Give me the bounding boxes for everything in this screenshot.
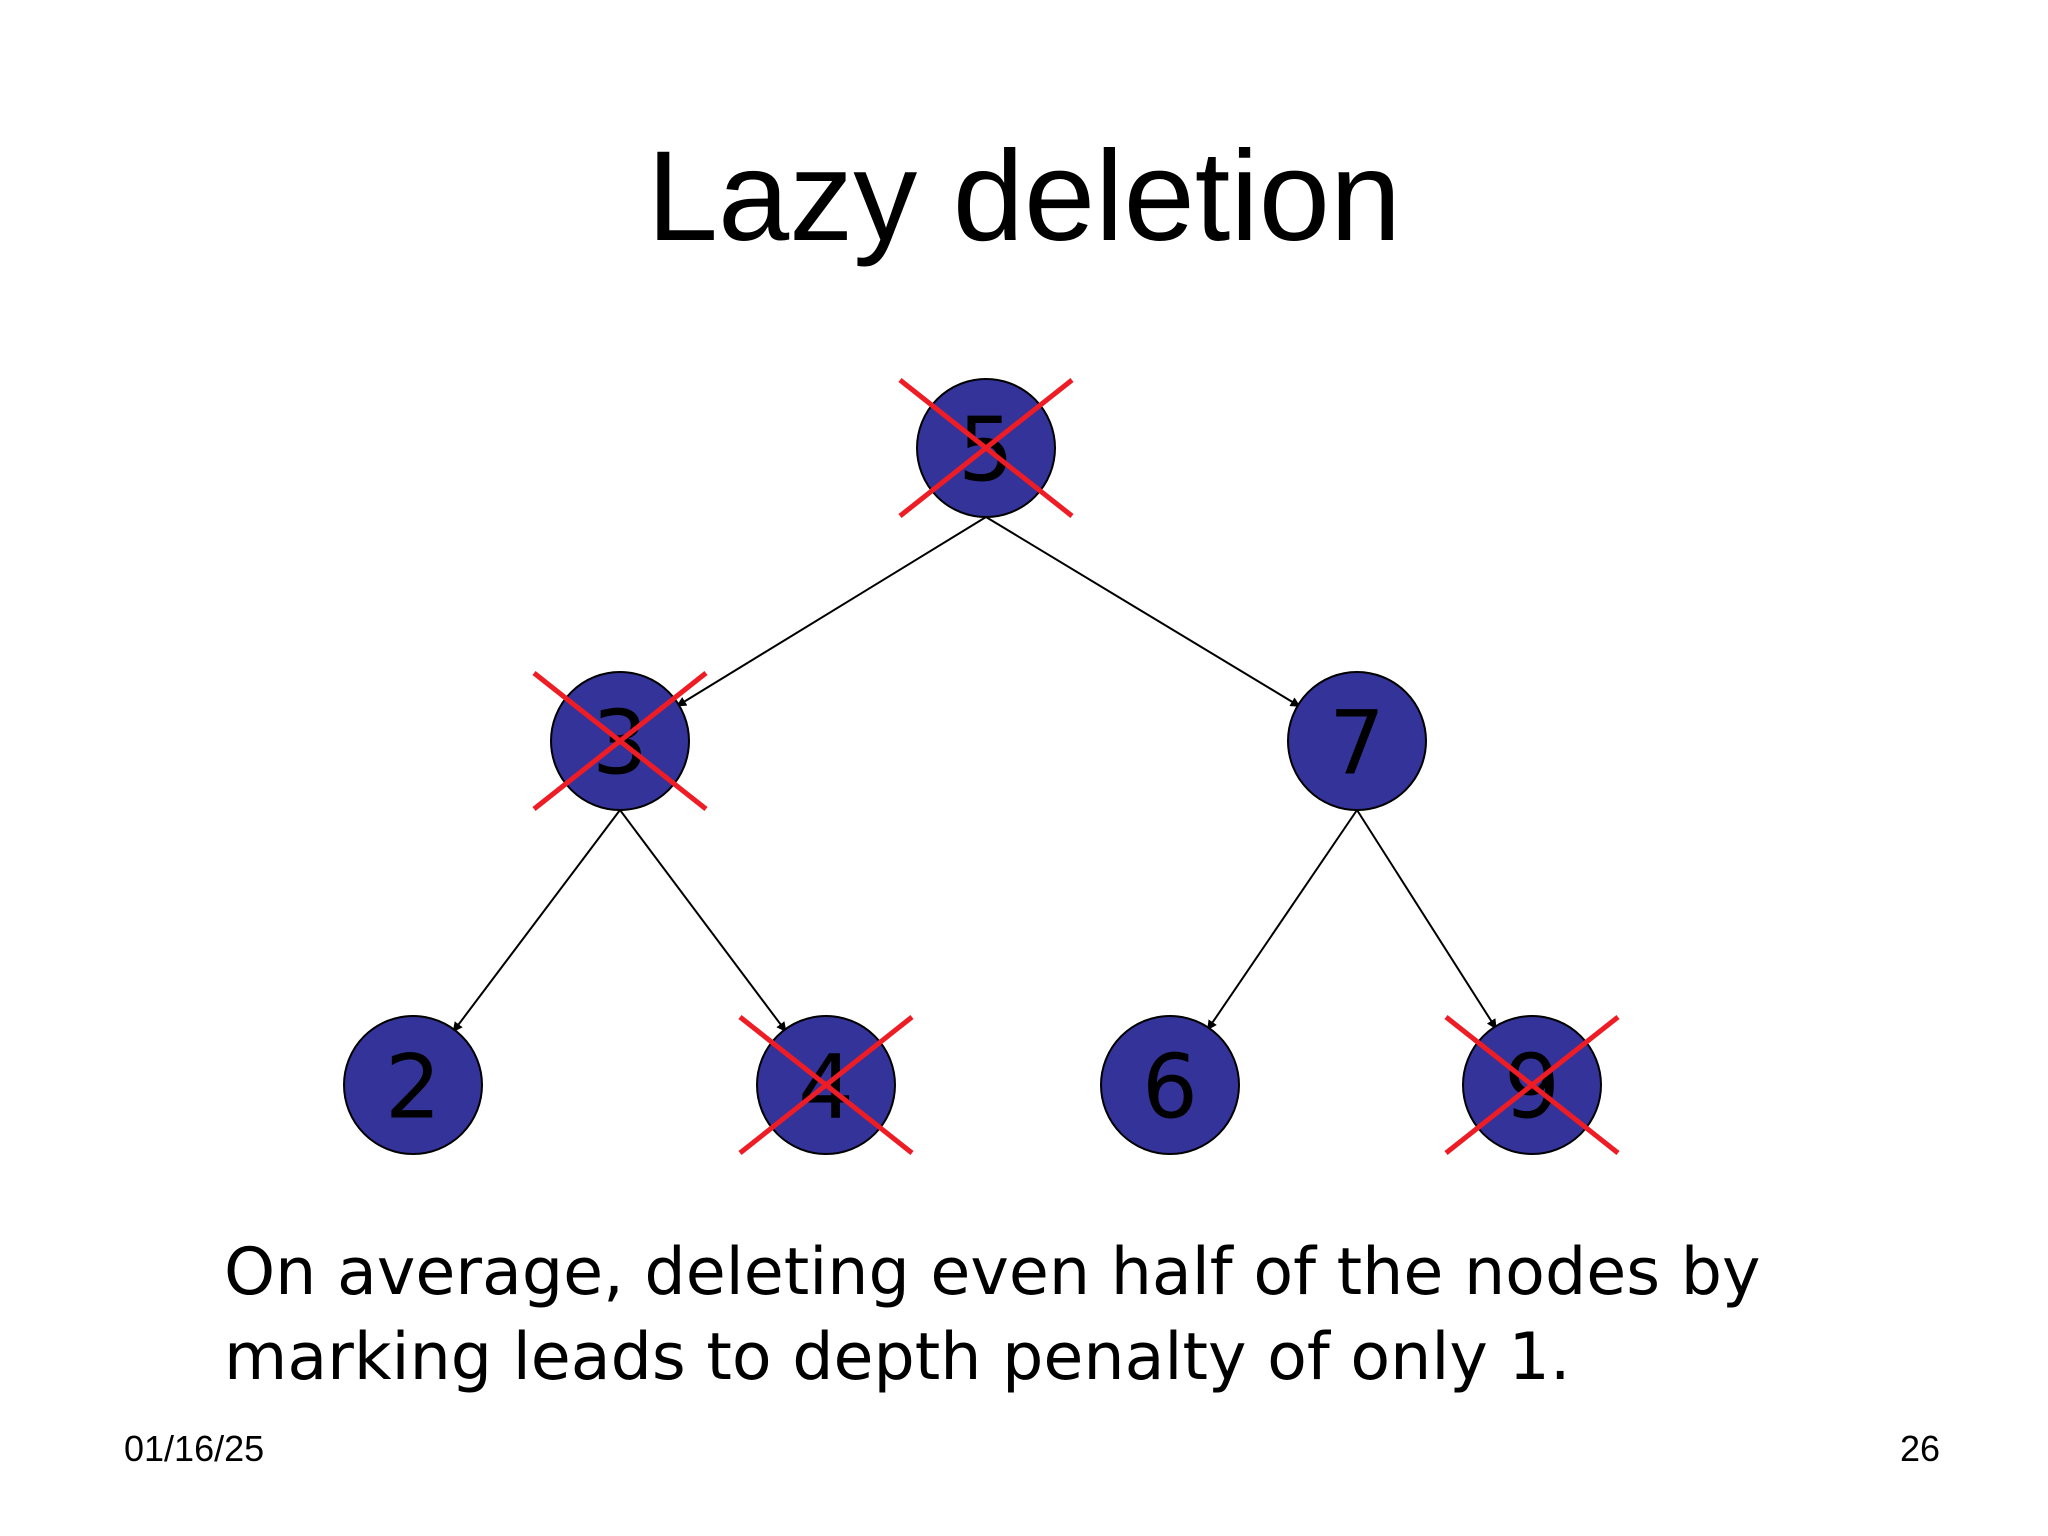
page-number: 26 <box>1899 1428 1940 1469</box>
edge-n7-n6 <box>1206 809 1358 1031</box>
deleted-mark-5 <box>898 378 1074 518</box>
deleted-mark-4 <box>738 1015 914 1155</box>
edge-n5-n7 <box>985 516 1301 708</box>
slide-title: Lazy deletion <box>646 125 1402 268</box>
footer-date: 01/16/25 <box>124 1428 265 1469</box>
node-circle-6 <box>1100 1015 1240 1155</box>
tree-edges <box>452 516 1497 1033</box>
caption-line-2: marking leads to depth penalty of only 1… <box>224 1320 1571 1395</box>
node-label-6: 6 <box>1142 1036 1198 1139</box>
edge-n5-n3 <box>676 516 987 707</box>
tree-node-6: 6 <box>1100 1015 1240 1155</box>
deletion-marks <box>532 378 1620 1155</box>
node-circle-7 <box>1287 671 1427 811</box>
edge-n3-n2 <box>452 809 621 1033</box>
node-label-7: 7 <box>1329 692 1385 795</box>
tree-node-2: 2 <box>343 1015 483 1155</box>
deleted-mark-9 <box>1444 1015 1620 1155</box>
node-circle-2 <box>343 1015 483 1155</box>
edge-n3-n4 <box>619 809 787 1033</box>
caption: On average, deleting even half of the no… <box>224 1230 2004 1400</box>
tree-nodes: 5372469 <box>343 378 1602 1155</box>
tree-node-7: 7 <box>1287 671 1427 811</box>
deleted-mark-3 <box>532 671 708 811</box>
caption-line-1: On average, deleting even half of the no… <box>224 1235 1761 1310</box>
node-label-2: 2 <box>385 1036 441 1139</box>
edge-n7-n9 <box>1356 809 1497 1030</box>
